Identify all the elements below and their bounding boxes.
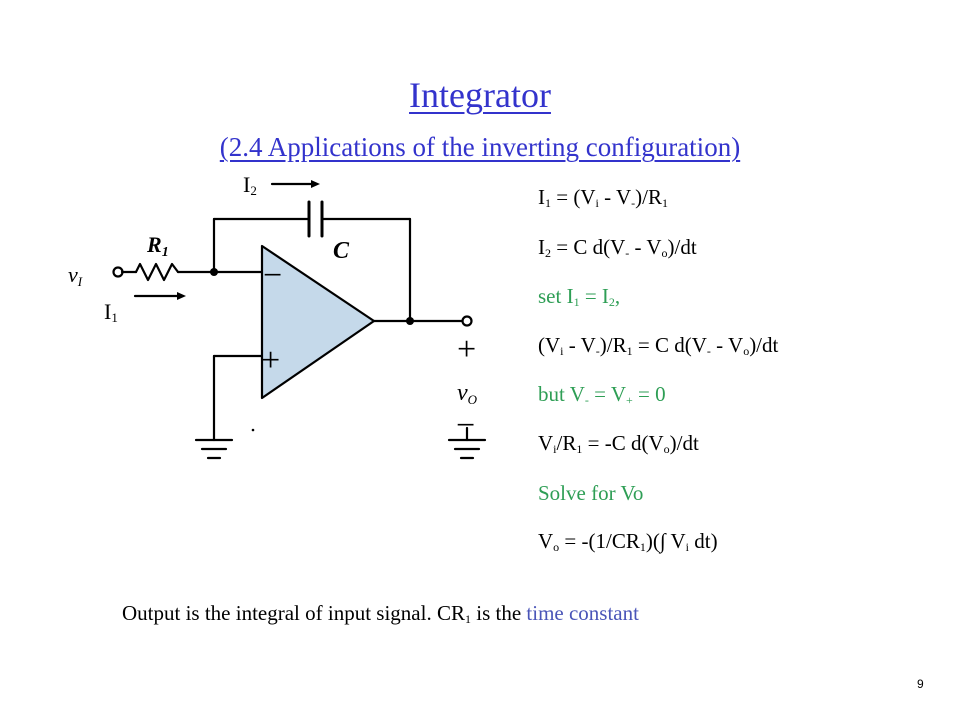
equation-line: Solve for Vo bbox=[538, 481, 644, 505]
equation-line: (Vi - V-)/R1 = C d(V- - Vo)/dt bbox=[538, 333, 779, 358]
output-plus-sign: + bbox=[457, 331, 476, 368]
equation-line: I1 = (Vi - V-)/R1 bbox=[538, 185, 668, 210]
slide-title: Integrator bbox=[409, 75, 551, 115]
capacitor-label: C bbox=[333, 238, 350, 264]
current-label-i2: I2 bbox=[243, 172, 257, 198]
resistor-label: R1 bbox=[146, 232, 169, 260]
junction-node bbox=[210, 268, 218, 276]
resistor-r1 bbox=[134, 262, 180, 282]
output-voltage-label: vO bbox=[457, 380, 478, 407]
input-voltage-label: vI bbox=[68, 262, 83, 289]
equation-line: set I1 = I2, bbox=[538, 284, 621, 309]
current-label-i1: I1 bbox=[104, 299, 118, 325]
caption: Output is the integral of input signal. … bbox=[122, 601, 639, 626]
output-terminal bbox=[461, 315, 473, 327]
page-number: 9 bbox=[917, 677, 924, 691]
equation-line: but V- = V+ = 0 bbox=[538, 382, 666, 407]
inverting-input-sign: − bbox=[263, 257, 282, 294]
op-amp bbox=[260, 244, 376, 400]
equation-line: Vo = -(1/CR1)(∫ Vi dt) bbox=[538, 529, 718, 554]
output-minus-sign: − bbox=[456, 407, 475, 444]
equation-line: I2 = C d(V- - Vo)/dt bbox=[538, 235, 697, 260]
slide-subtitle: (2.4 Applications of the inverting confi… bbox=[219, 132, 741, 162]
noninverting-input-sign: + bbox=[261, 342, 280, 379]
caption-highlight: time constant bbox=[526, 601, 639, 625]
equation-line: Vi/R1 = -C d(Vo)/dt bbox=[538, 431, 699, 456]
junction-node bbox=[406, 317, 414, 325]
